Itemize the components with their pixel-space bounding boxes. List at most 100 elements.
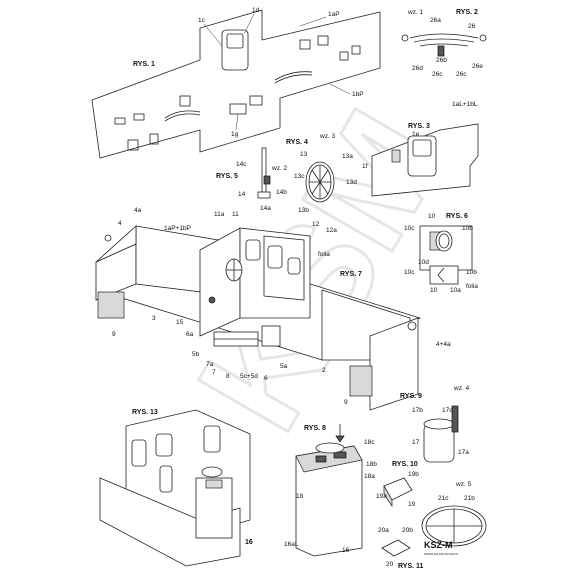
label-21b: 21b xyxy=(464,495,475,502)
label-10c: 10c xyxy=(404,225,415,232)
vent xyxy=(339,51,349,61)
label-1aL1bL: 1aL+1bL xyxy=(452,101,478,108)
label-10d: 10d xyxy=(418,259,429,266)
label-20b: 20b xyxy=(402,527,413,534)
logo-text: KSZ-M xyxy=(424,540,453,550)
label-13d: 13d xyxy=(346,179,357,186)
label-13c: 13c xyxy=(294,173,305,180)
spring-right xyxy=(274,74,313,84)
headlight-lens xyxy=(435,230,453,252)
label-26: 26 xyxy=(468,23,476,30)
vent xyxy=(299,39,311,50)
label-10c-2: 10c xyxy=(404,269,415,276)
cab-window xyxy=(245,239,261,261)
side-panel-outline xyxy=(91,9,381,159)
headlight-lens-inner xyxy=(438,233,450,249)
label-20: 20 xyxy=(386,561,394,568)
console-wheel xyxy=(315,442,345,454)
door-window xyxy=(412,139,432,157)
ksz-logo: KSZ-M SZKOLNA DOLNA WAYS xyxy=(424,540,458,556)
label-10: 10 xyxy=(428,213,436,220)
label-wz2: wz. 2 xyxy=(271,165,288,172)
pedal-20 xyxy=(381,539,411,557)
vent xyxy=(351,45,361,55)
rys10-title: RYS. 10 xyxy=(392,461,418,468)
rys5-lever: RYS. 5 14c wz. 2 14 14b 14a xyxy=(216,147,288,212)
slot xyxy=(133,113,145,121)
label-wz3: wz. 3 xyxy=(319,133,336,140)
leader xyxy=(329,83,351,95)
label-11: 11 xyxy=(232,211,239,218)
vent xyxy=(149,133,159,145)
lever-knob xyxy=(263,175,271,185)
label-5b: 5b xyxy=(192,351,200,358)
lever-base xyxy=(257,191,271,199)
cab-window xyxy=(203,425,221,453)
rys1-title: RYS. 1 xyxy=(133,61,155,68)
label-8: 8 xyxy=(226,373,230,380)
label-13b: 13b xyxy=(298,207,309,214)
rys6-title: RYS. 6 xyxy=(446,213,468,220)
hood-top xyxy=(95,225,137,263)
leader xyxy=(243,13,255,35)
door-1c xyxy=(221,29,249,71)
rys7-body-assembly: RYS. 7 4 4a 1aP+1bP 11a 11 12 12a folia … xyxy=(94,207,451,411)
label-13: 13 xyxy=(300,151,308,158)
console-gauge xyxy=(315,455,327,463)
pedal-side xyxy=(383,484,393,508)
label-7: 7 xyxy=(212,369,216,376)
label-17c: 17c xyxy=(442,407,453,414)
vent xyxy=(249,95,263,106)
label-14: 14 xyxy=(238,191,246,198)
seat-body xyxy=(423,423,455,463)
label-1c: 1c xyxy=(198,17,206,24)
spring-clamp xyxy=(437,45,445,57)
handle-1f xyxy=(391,149,401,163)
headlight-side-view xyxy=(429,265,459,285)
spring-eye xyxy=(401,34,409,42)
label-5a: 5a xyxy=(280,363,288,370)
label-26b: 26b xyxy=(436,57,447,64)
label-12a: 12a xyxy=(326,227,337,234)
rys6-headlight: RYS. 6 10 10c 10b 10d 10c 10b folia 10 1… xyxy=(404,213,478,294)
rys13-title: RYS. 13 xyxy=(132,409,158,416)
seat-back xyxy=(451,405,459,433)
vent xyxy=(317,35,329,46)
vent xyxy=(127,139,139,151)
label-wz1: wz. 1 xyxy=(407,9,424,16)
label-1g: 1g xyxy=(231,131,239,138)
label-19: 19 xyxy=(408,501,416,508)
cab-panel xyxy=(205,479,223,489)
spring-eye xyxy=(479,34,487,42)
lever-rod xyxy=(261,147,267,195)
knob-15 xyxy=(208,296,216,304)
label-26c: 26c xyxy=(432,71,443,78)
label-16aL: 16aL xyxy=(284,541,299,548)
label-18c: 18c xyxy=(364,439,375,446)
spoke xyxy=(311,169,329,195)
rys7-title: RYS. 7 xyxy=(340,271,362,278)
rys8-console: RYS. 8 18c 18b 18a 18 16aL 16 xyxy=(284,424,377,557)
label-1e: 1e xyxy=(412,131,420,138)
label-6: 6 xyxy=(264,375,268,382)
label-14a: 14a xyxy=(260,205,271,212)
spring-left xyxy=(164,113,201,122)
rys11-steering: wz. 5 21c 21b 20a 20b 20 RYS. 11 xyxy=(378,481,487,570)
label-26d: 26d xyxy=(412,65,423,72)
leaf xyxy=(409,33,479,39)
cab-window xyxy=(267,245,283,269)
rys5-title: RYS. 5 xyxy=(216,173,238,180)
label-19b: 19b xyxy=(408,471,419,478)
label-folia: folia xyxy=(318,251,330,258)
lamp-4-rear xyxy=(407,321,417,331)
label-44a: 4+4a xyxy=(436,341,451,348)
label-3: 3 xyxy=(152,315,156,322)
label-10a: 10a xyxy=(450,287,461,294)
label-26c-2: 26c xyxy=(456,71,467,78)
label-20a: 20a xyxy=(378,527,389,534)
arrow-down-icon xyxy=(335,435,345,443)
label-9: 9 xyxy=(112,331,116,338)
vent xyxy=(179,95,191,107)
